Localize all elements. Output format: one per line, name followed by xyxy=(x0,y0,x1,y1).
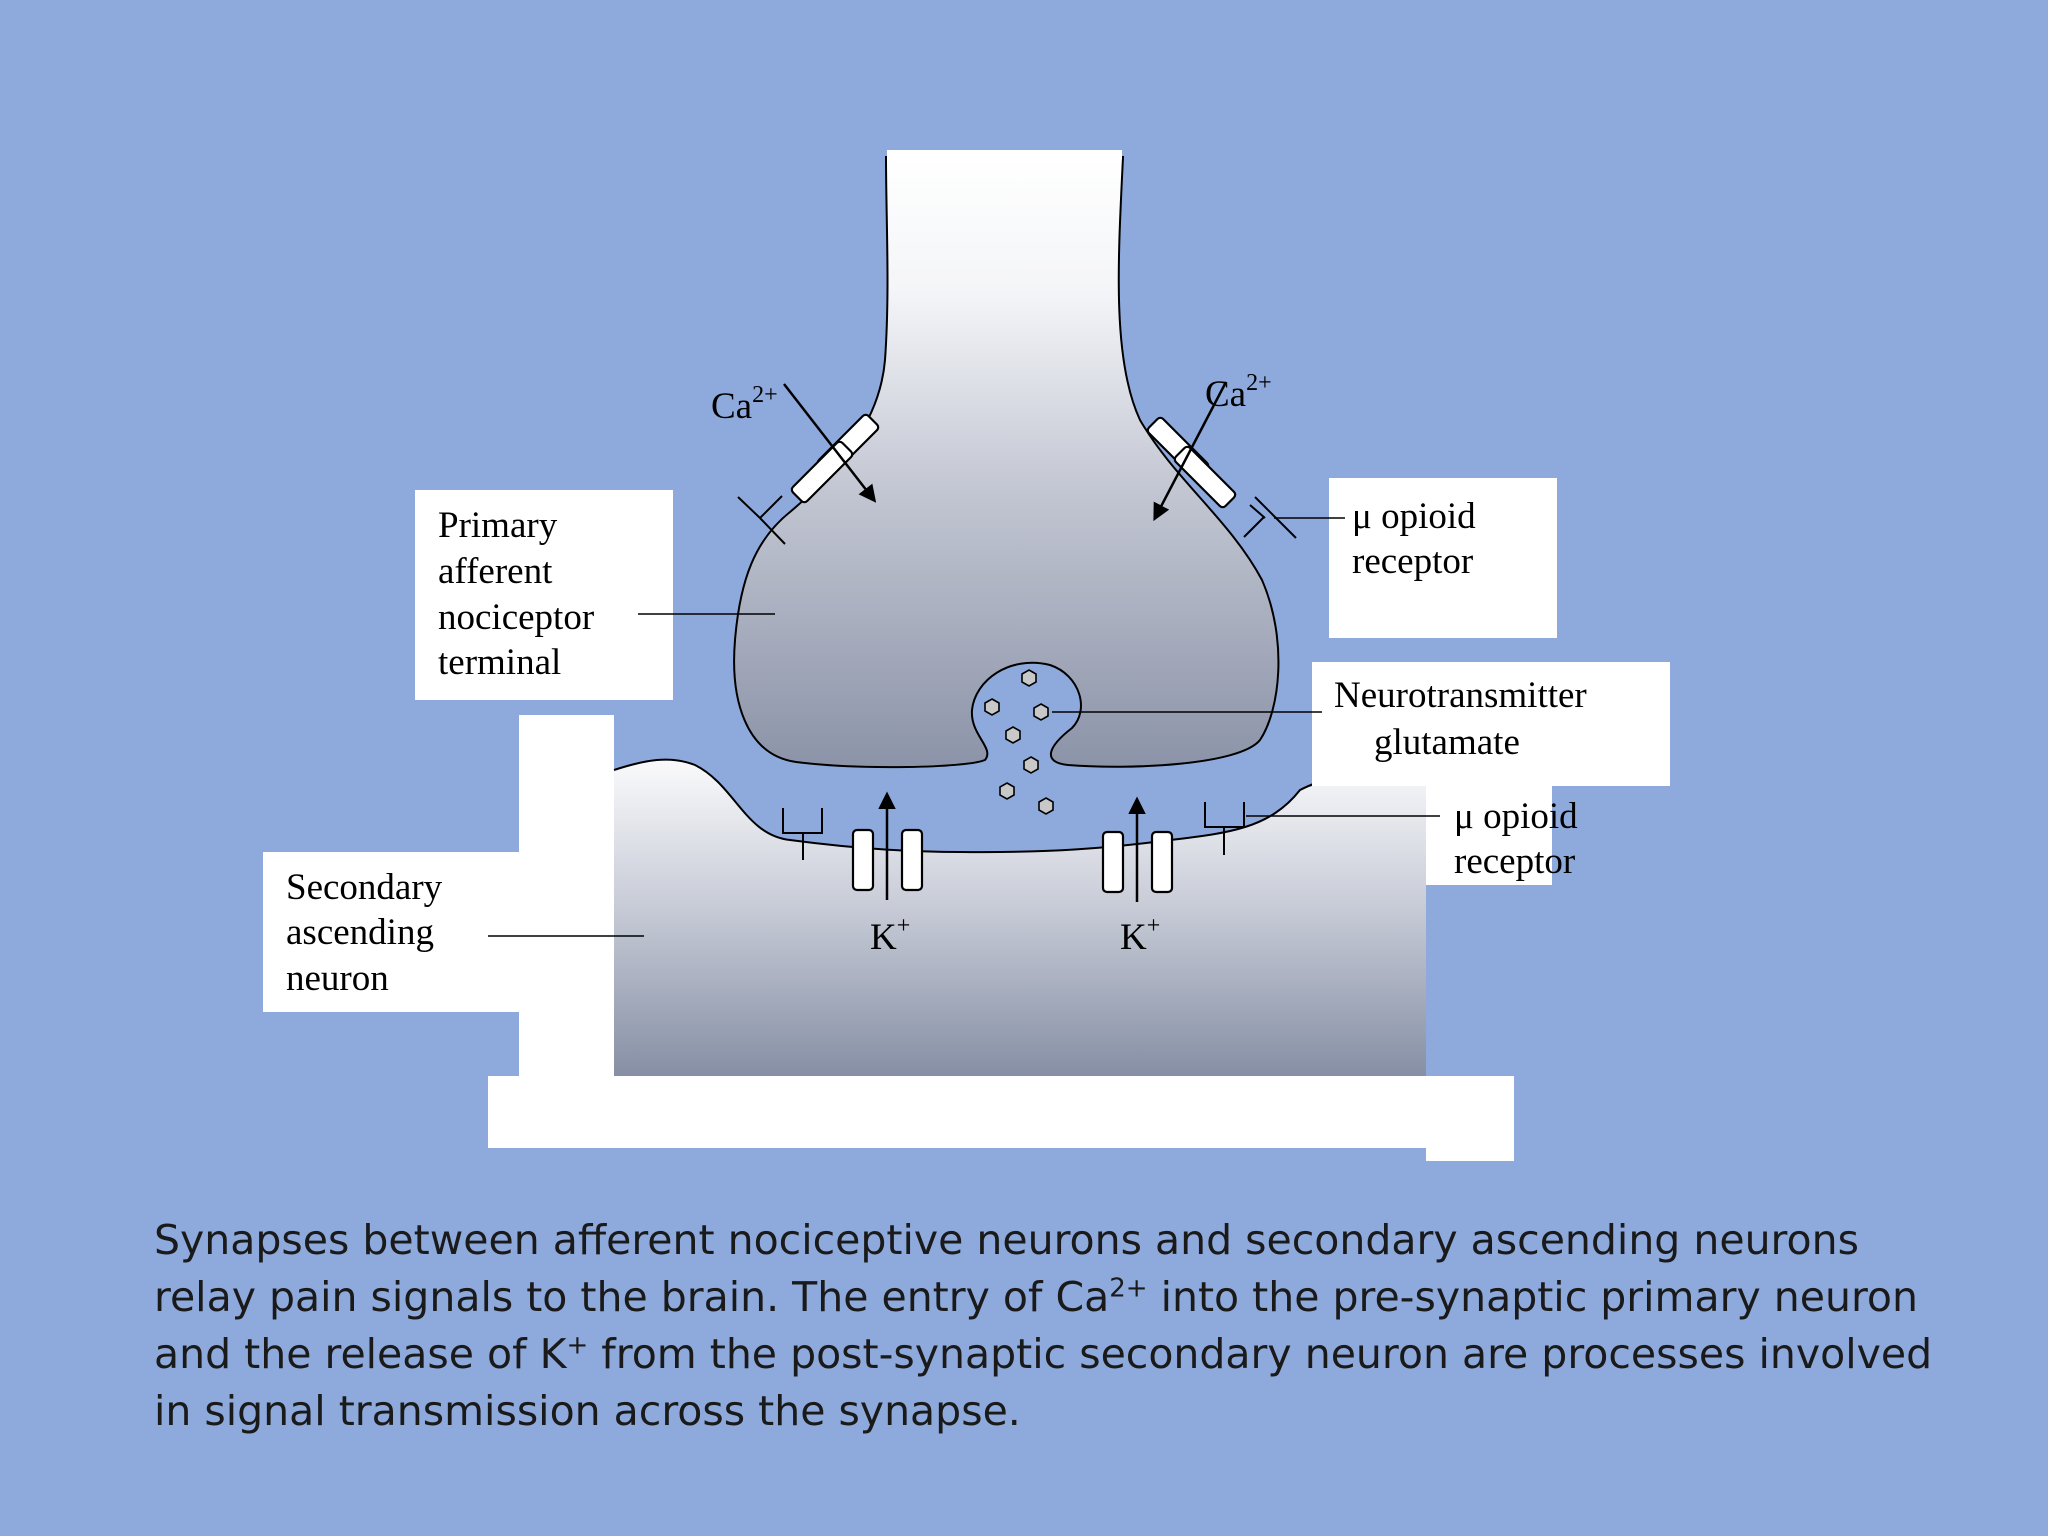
glutamate-molecule xyxy=(999,782,1015,800)
ion-label-ca-left-sup: 2+ xyxy=(752,382,778,408)
caption-line-1: Synapses between afferent nociceptive ne… xyxy=(154,1216,1859,1264)
ion-label-ca-right: Ca2+ xyxy=(1205,370,1272,415)
label-panel-secondary xyxy=(263,852,519,1012)
glutamate-molecule xyxy=(1023,756,1039,774)
caption-line-2-superscript: 2+ xyxy=(1109,1273,1148,1304)
caption-line-3-start: and the release of K xyxy=(154,1330,567,1378)
ion-label-k-left-base: K xyxy=(870,917,897,958)
primary-terminal-body xyxy=(733,156,1280,769)
label-primary-line1: Primary xyxy=(438,505,558,546)
label-opioid-bottom: μ opioid receptor xyxy=(1454,796,1587,882)
potassium-channel-right xyxy=(1101,830,1174,894)
figure-caption: Synapses between afferent nociceptive ne… xyxy=(154,1212,1954,1440)
label-opioid-top-line1: μ opioid xyxy=(1352,496,1476,537)
label-opioid-bottom-line2: receptor xyxy=(1454,841,1575,882)
calcium-channel-right xyxy=(1146,416,1237,509)
label-primary-line4: terminal xyxy=(438,642,561,683)
label-neurotransmitter-line1: Neurotransmitter xyxy=(1334,675,1587,716)
glutamate-molecule xyxy=(1033,703,1049,721)
label-panel-neurotransmitter xyxy=(1312,662,1670,786)
ion-label-k-right: K+ xyxy=(1120,913,1160,958)
ion-label-k-right-sup: + xyxy=(1147,913,1161,939)
calcium-channel-left xyxy=(790,413,880,504)
glutamate-molecule xyxy=(1038,797,1054,815)
glutamate-molecule xyxy=(984,698,1000,716)
caption-line-4: in signal transmission across the synaps… xyxy=(154,1387,1021,1435)
label-opioid-bottom-line1: μ opioid xyxy=(1454,796,1578,837)
label-opioid-top-line2: receptor xyxy=(1352,541,1473,582)
ion-label-ca-left: Ca2+ xyxy=(711,382,778,427)
ion-label-ca-right-sup: 2+ xyxy=(1246,370,1272,396)
postsynaptic-membrane xyxy=(613,758,1331,854)
label-secondary-line3: neuron xyxy=(286,958,389,999)
label-panel-opioid-top xyxy=(1329,478,1557,638)
label-primary-line2: afferent xyxy=(438,551,553,592)
caption-line-2: relay pain signals to the brain. The ent… xyxy=(154,1269,1954,1326)
secondary-neuron-body xyxy=(614,759,1426,1076)
potassium-channel-left xyxy=(851,828,924,892)
label-secondary-line1: Secondary xyxy=(286,867,443,908)
label-secondary: Secondary ascending neuron xyxy=(286,867,451,999)
ion-label-ca-left-base: Ca xyxy=(711,386,752,427)
ca-influx-arrow-left xyxy=(783,383,877,503)
ca-influx-arrow-right xyxy=(1153,381,1228,522)
ion-label-k-left-sup: + xyxy=(897,913,911,939)
label-secondary-line2: ascending xyxy=(286,912,434,953)
opioid-receptor-presynaptic-right xyxy=(1243,496,1297,539)
label-panel-primary xyxy=(415,490,673,700)
caption-line-3: and the release of K+ from the post-syna… xyxy=(154,1326,1954,1383)
glutamate-molecules xyxy=(984,669,1054,815)
caption-line-2-start: relay pain signals to the brain. The ent… xyxy=(154,1273,1110,1321)
label-neurotransmitter: Neurotransmitter glutamate xyxy=(1334,675,1596,763)
opioid-receptor-postsynaptic-right xyxy=(1204,802,1245,855)
label-primary-line3: nociceptor xyxy=(438,597,594,638)
glutamate-molecule xyxy=(1005,726,1021,744)
opioid-receptor-presynaptic-left xyxy=(737,495,786,545)
glutamate-molecule xyxy=(1021,669,1037,687)
label-primary: Primary afferent nociceptor terminal xyxy=(438,505,603,683)
label-opioid-top: μ opioid receptor xyxy=(1352,496,1485,582)
label-neurotransmitter-line2: glutamate xyxy=(1374,722,1520,763)
opioid-receptor-postsynaptic-left xyxy=(782,808,823,860)
caption-line-2-end: into the pre-synaptic primary neuron xyxy=(1147,1273,1918,1321)
caption-line-3-end: from the post-synaptic secondary neuron … xyxy=(588,1330,1933,1378)
ion-label-k-right-base: K xyxy=(1120,917,1147,958)
ion-label-k-left: K+ xyxy=(870,913,910,958)
caption-line-3-superscript: + xyxy=(566,1330,589,1361)
ion-label-ca-right-base: Ca xyxy=(1205,374,1246,415)
